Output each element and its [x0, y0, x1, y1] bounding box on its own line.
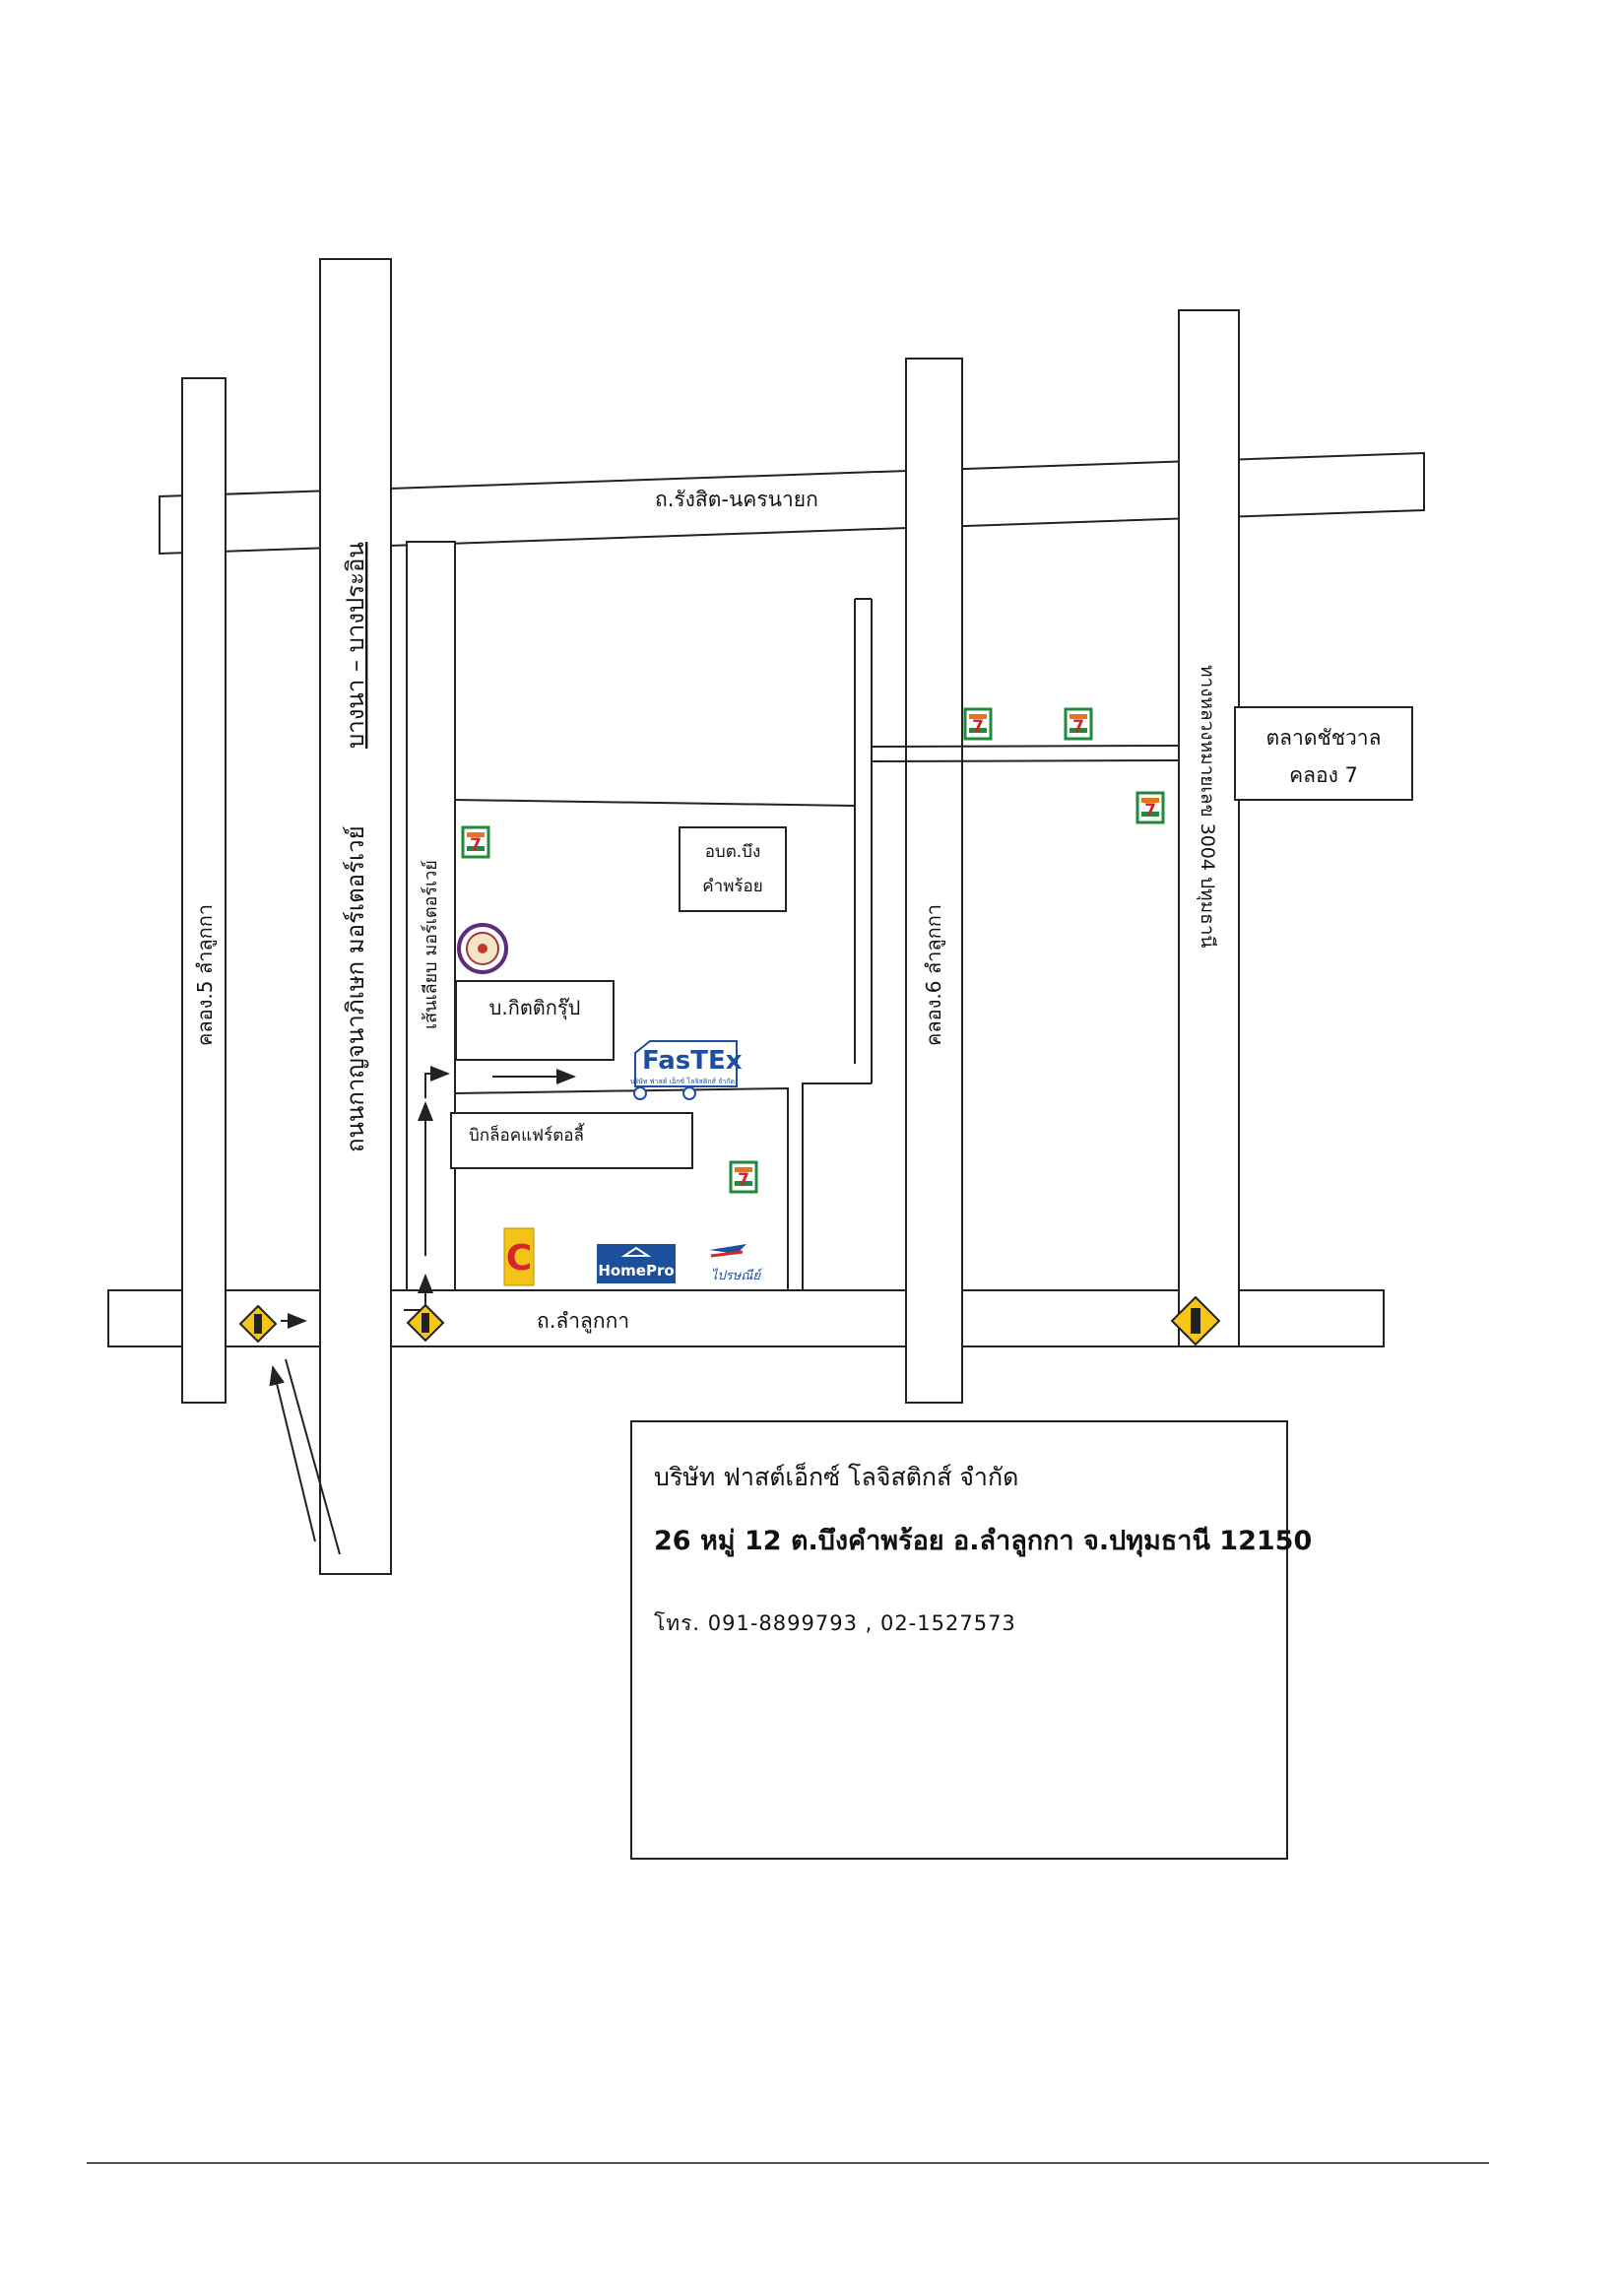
- traffic-light-icon: [406, 1303, 445, 1343]
- label-lam-luk-ka: ถ.ลำลูกกา: [537, 1309, 629, 1334]
- seven-eleven-icon: 7: [963, 707, 993, 741]
- label-khlong6: คลอง.6 ลำลูกกา: [922, 904, 946, 1046]
- label-market-line1: ตลาดชัชวาล: [1266, 726, 1382, 750]
- seven-eleven-icon: 7: [729, 1160, 758, 1194]
- svg-text:7: 7: [738, 1170, 749, 1190]
- road-khlong6: [905, 358, 963, 1404]
- fastex-logo: FasTEx บริษัท ฟาสต์ เอ็กซ์ โลจิสติกส์ จำ…: [630, 1040, 743, 1100]
- label-frontage-road: เส้นเลียบ มอร์เตอร์เวย์: [421, 860, 441, 1029]
- svg-text:7: 7: [470, 835, 482, 855]
- company-phone: โทร. 091-8899793 , 02-1527573: [654, 1611, 1016, 1635]
- svg-text:FasTEx: FasTEx: [642, 1046, 743, 1076]
- label-rangsit-nakhon-nayok: ถ.รังสิต-นครนายก: [655, 488, 818, 511]
- road-frontage: [406, 541, 456, 1291]
- company-info-box: บริษัท ฟาสต์เอ็กซ์ โลจิสติกส์ จำกัด 26 ห…: [630, 1420, 1312, 1860]
- label-sao-line1: อบต.บึง: [705, 842, 761, 862]
- label-sao-line2: คำพร้อย: [702, 877, 762, 896]
- svg-text:ไปรษณีย์: ไปรษณีย์: [711, 1268, 763, 1283]
- svg-text:7: 7: [1144, 801, 1156, 820]
- seal-icon: [457, 923, 508, 974]
- thaipost-logo: ไปรษณีย์: [709, 1244, 763, 1283]
- label-bangna-bangpa-in: บางนา – บางประอิน: [342, 542, 369, 749]
- company-name: บริษัท ฟาสต์เอ็กซ์ โลจิสติกส์ จำกัด: [654, 1463, 1019, 1491]
- label-highway-3004: ทางหลวงหมายเลข 3004 ปทุมธานี: [1196, 665, 1218, 948]
- svg-text:HomePro: HomePro: [598, 1262, 674, 1279]
- traffic-light-icon: [1170, 1295, 1221, 1346]
- road-network: [107, 258, 1425, 1575]
- svg-text:บริษัท ฟาสต์ เอ็กซ์ โลจิสติกส์: บริษัท ฟาสต์ เอ็กซ์ โลจิสติกส์ จำกัด: [630, 1077, 735, 1085]
- svg-text:C: C: [506, 1238, 532, 1279]
- bigc-logo: C: [503, 1227, 535, 1286]
- homepro-logo: HomePro: [597, 1244, 676, 1283]
- seven-eleven-icon: 7: [1064, 707, 1093, 741]
- label-motorway: ถนนกาญจนาภิเษก มอร์เตอร์เวย์: [342, 825, 369, 1152]
- seven-eleven-icon: 7: [1135, 791, 1165, 824]
- road-motorway: [319, 258, 392, 1575]
- svg-text:7: 7: [972, 717, 984, 737]
- market-box: [1234, 706, 1413, 801]
- sao-building: [679, 826, 787, 912]
- side-roads: [454, 598, 1180, 1290]
- footer-divider: [87, 2162, 1489, 2164]
- big-lock-building: [450, 1112, 693, 1169]
- label-market-line2: คลอง 7: [1289, 763, 1358, 787]
- svg-text:7: 7: [1072, 717, 1084, 737]
- buildings: [450, 706, 1413, 1169]
- seven-eleven-icon: 7: [461, 825, 490, 859]
- traffic-light-icon: [238, 1304, 278, 1344]
- label-khlong5: คลอง.5 ลำลูกกา: [193, 904, 218, 1046]
- label-kit-group: บ.กิตติกรุ๊ป: [489, 996, 581, 1020]
- label-big-lock: บิกล็อคแฟร์ตอลี้: [469, 1123, 585, 1146]
- company-address: 26 หมู่ 12 ต.บึงคำพร้อย อ.ลำลูกกา จ.ปทุม…: [654, 1526, 1313, 1556]
- kit-group-building: [455, 980, 615, 1061]
- road-rangsit-nakhon-nayok: [159, 451, 1425, 556]
